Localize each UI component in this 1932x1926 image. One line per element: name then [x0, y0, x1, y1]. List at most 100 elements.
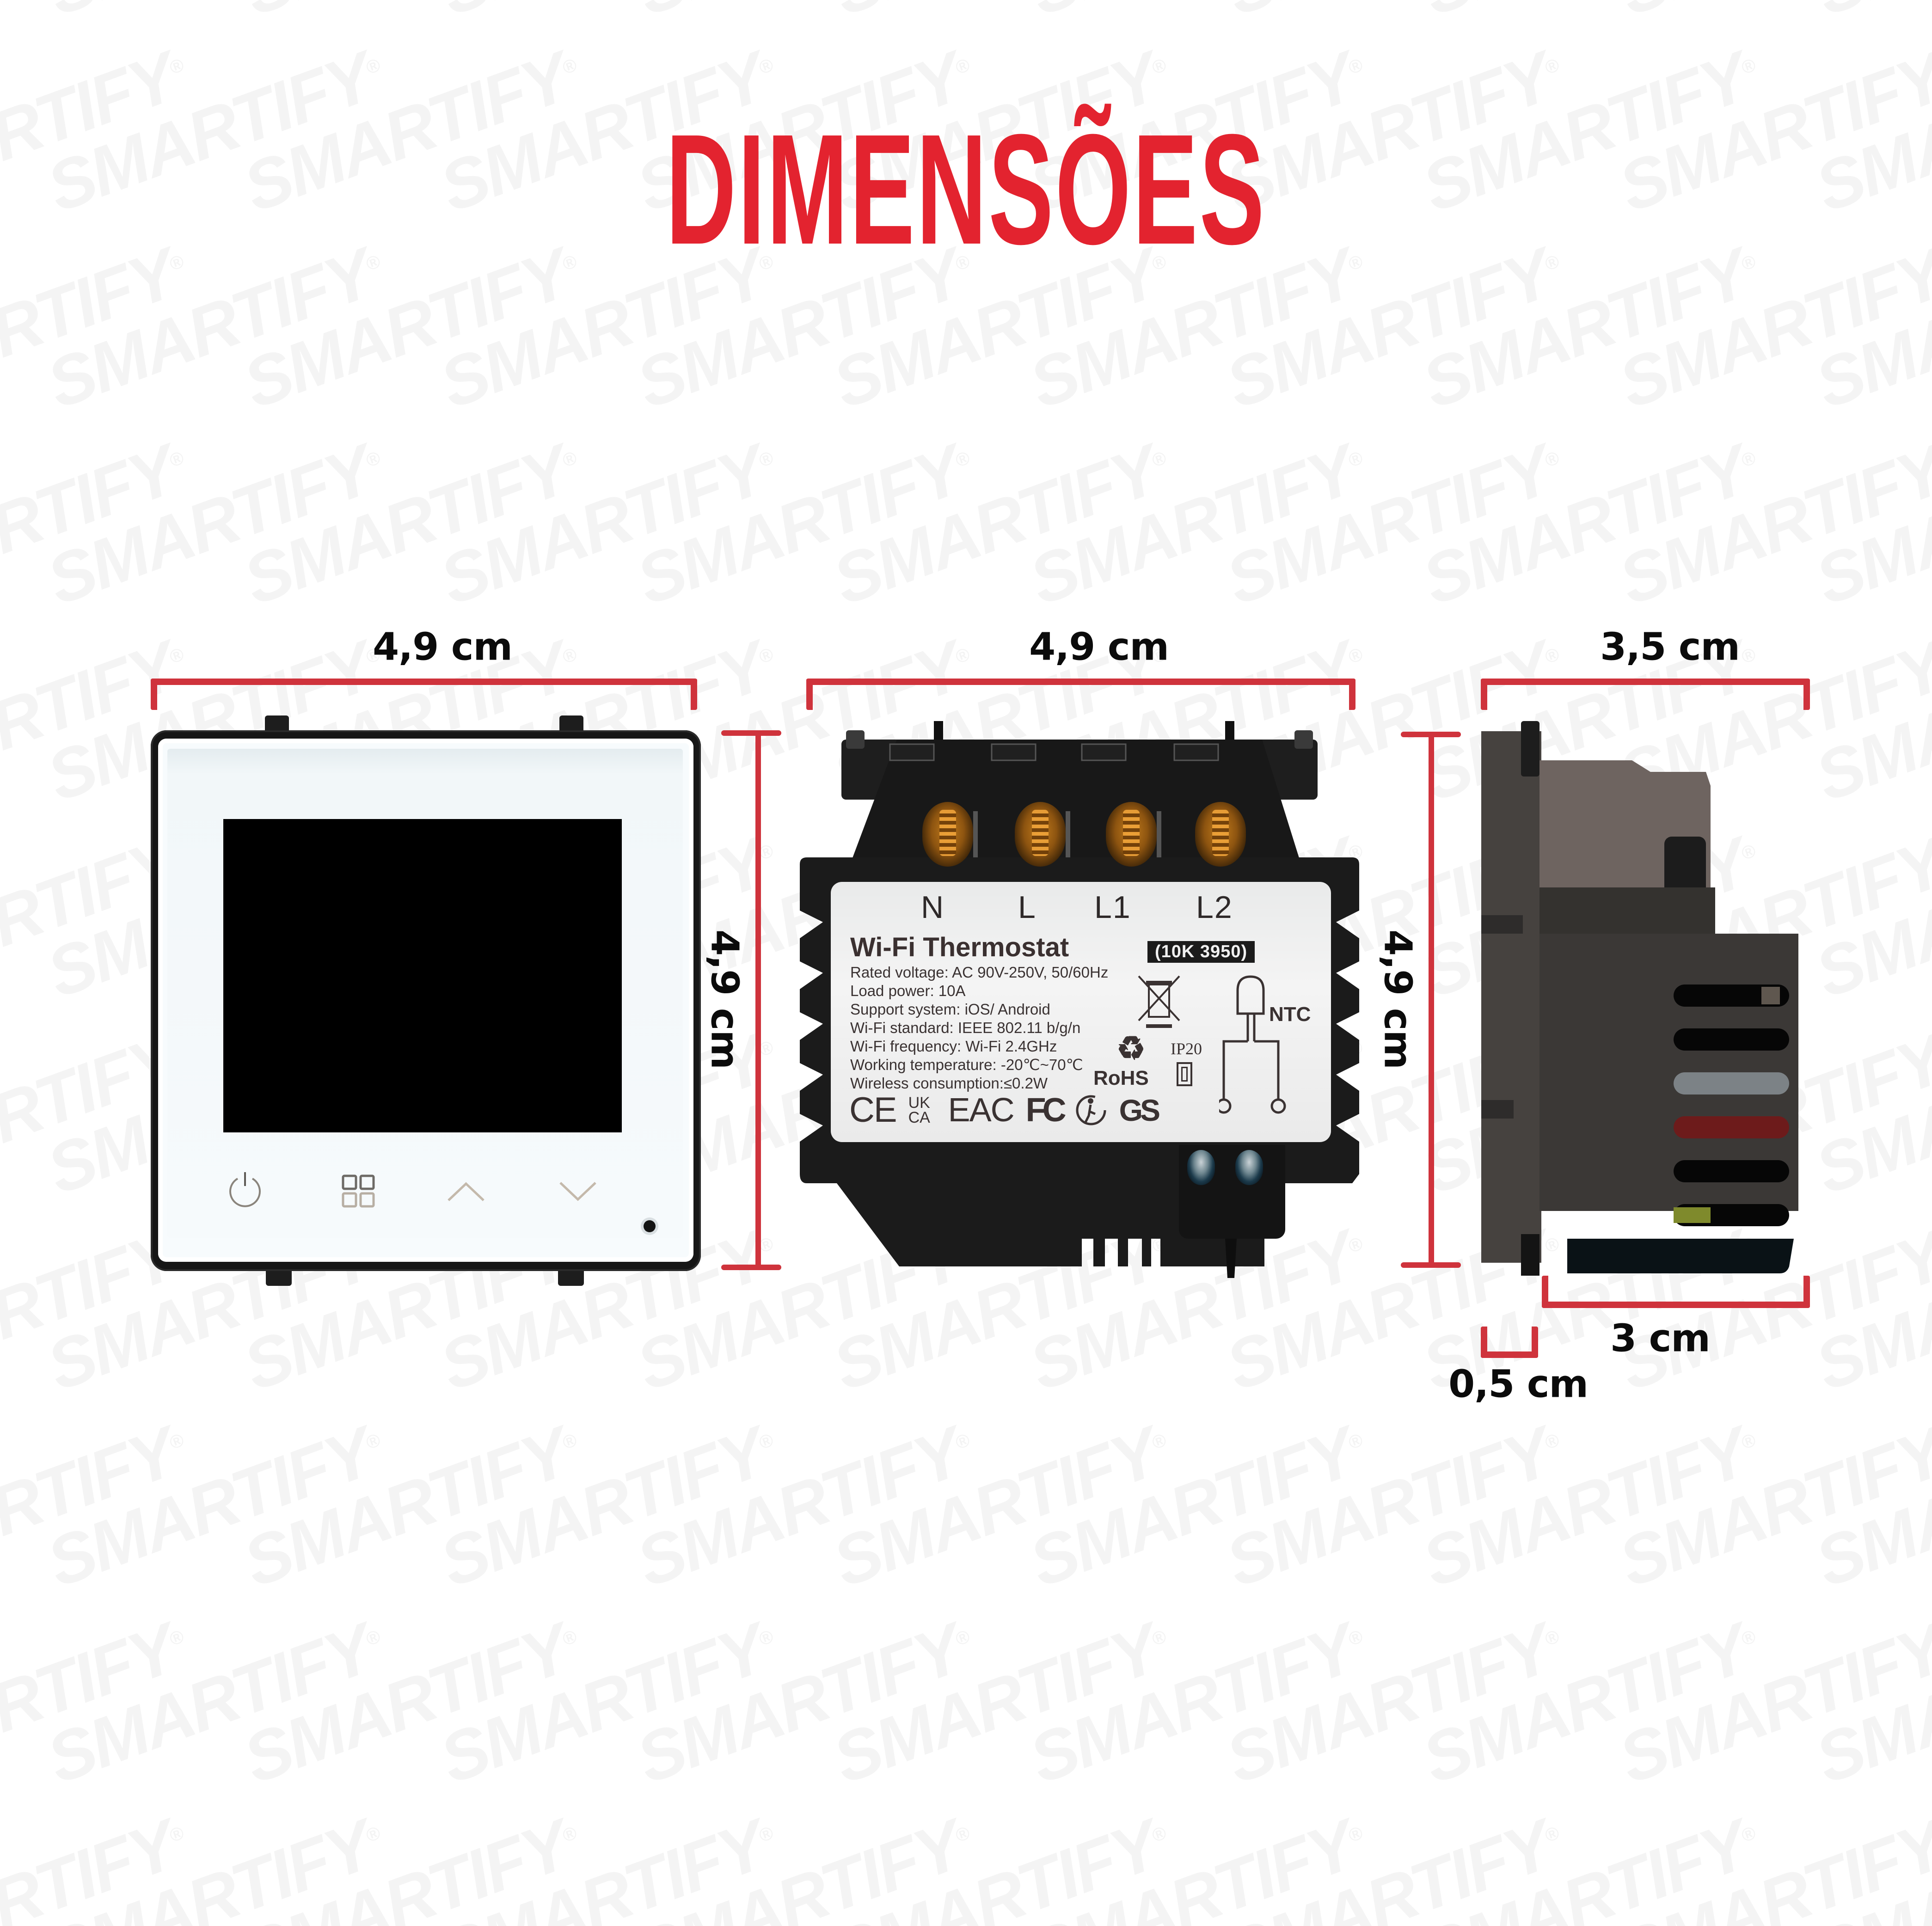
front-height-bracket-top [721, 730, 781, 736]
watermark-text: SMARTIFY® [37, 1805, 382, 1926]
watermark-text: SMARTIFY® [1609, 1609, 1932, 1798]
watermark-text: SMARTIFY® [0, 1412, 185, 1602]
side-depth-bracket [1481, 679, 1810, 710]
front-height-bracket-line [755, 730, 761, 1270]
watermark-text: SMARTIFY® [0, 0, 197, 31]
terminal-label-l: L [1018, 890, 1037, 925]
ntc-probe-diagram [1219, 975, 1286, 1114]
watermark-text: SMARTIFY® [37, 37, 382, 226]
watermark-text: SMARTIFY® [233, 1609, 578, 1798]
watermark-text: SMARTIFY® [626, 430, 971, 619]
spec-wifi-frequency: Wi-Fi frequency: Wi-Fi 2.4GHz [850, 1038, 1057, 1055]
fcc-mark: FC [1025, 1091, 1067, 1129]
watermark-text: SMARTIFY® [1412, 0, 1769, 31]
page-title: DIMENSÕES [666, 102, 1266, 277]
menu-button[interactable] [341, 1174, 375, 1208]
watermark-text: SMARTIFY® [430, 1412, 775, 1602]
power-button[interactable] [227, 1169, 264, 1209]
sensor-badge: (10K 3950) [1147, 941, 1255, 963]
terminal-label-l1: L1 [1094, 890, 1131, 925]
watermark-text: SMARTIFY® [1805, 1216, 1932, 1405]
watermark-text: SMARTIFY® [1609, 37, 1932, 226]
front-height-label: 4,9 cm [702, 929, 747, 1069]
watermark-text: SMARTIFY® [430, 0, 786, 31]
front-width-label: 4,9 cm [373, 625, 513, 669]
side-depth-label: 3,5 cm [1600, 625, 1740, 669]
watermark-text: SMARTIFY® [1805, 1609, 1932, 1798]
terminal-thread [1032, 810, 1049, 856]
watermark-text: SMARTIFY® [1216, 1412, 1561, 1602]
watermark-text: SMARTIFY® [0, 234, 185, 423]
watermark-text: SMARTIFY® [823, 430, 1168, 619]
ukca-mark: UK CA [908, 1094, 930, 1126]
double-insulation-icon [1177, 1062, 1192, 1086]
watermark-text: SMARTIFY® [626, 1412, 971, 1602]
chevron-down-icon [559, 1182, 596, 1201]
watermark-text: SMARTIFY® [823, 0, 1179, 31]
gs-mark: GS [1119, 1093, 1160, 1127]
ce-mark: CE [849, 1090, 897, 1130]
body-depth-bracket [1542, 1276, 1810, 1308]
watermark-text: SMARTIFY® [1216, 1805, 1561, 1926]
back-width-label: 4,9 cm [1029, 625, 1169, 669]
product-name: Wi-Fi Thermostat [850, 932, 1069, 962]
body-depth-label: 3 cm [1610, 1316, 1711, 1361]
spec-support-system: Support system: iOS/ Android [850, 1001, 1050, 1018]
watermark-text: SMARTIFY® [1805, 1020, 1932, 1209]
watermark-text: SMARTIFY® [430, 1805, 775, 1926]
sensor-terminal-screw [1235, 1150, 1263, 1185]
up-button[interactable] [447, 1180, 485, 1203]
ip-rating: IP20 [1171, 1039, 1202, 1058]
recycle-icon: ♻ [1116, 1030, 1146, 1066]
watermark-text: SMARTIFY® [1805, 430, 1932, 619]
front-width-bracket [151, 679, 697, 710]
terminal-thread [939, 810, 956, 856]
ntc-label: NTC [1269, 1003, 1311, 1026]
watermark-text: SMARTIFY® [37, 1412, 382, 1602]
watermark-text: SMARTIFY® [1805, 823, 1932, 1012]
sensor-terminal-screw [1187, 1150, 1215, 1185]
watermark-text: SMARTIFY® [823, 1412, 1168, 1602]
spec-working-temperature: Working temperature: -20℃~70℃ [850, 1056, 1083, 1073]
spec-wireless-consumption: Wireless consumption:≤0.2W [850, 1075, 1048, 1092]
watermark-text: SMARTIFY® [37, 0, 393, 31]
watermark-text: SMARTIFY® [626, 1609, 971, 1798]
eac-mark: EAC [948, 1091, 1015, 1129]
back-height-bracket-bottom [1401, 1262, 1461, 1268]
watermark-text: SMARTIFY® [1216, 430, 1561, 619]
front-thickness-bracket [1481, 1327, 1538, 1358]
weee-bin-icon [1138, 975, 1180, 1028]
indicator-sensor [644, 1220, 656, 1232]
watermark-text: SMARTIFY® [1609, 234, 1932, 423]
down-button[interactable] [558, 1180, 597, 1203]
watermark-text: SMARTIFY® [1019, 1609, 1364, 1798]
watermark-text: SMARTIFY® [1412, 430, 1757, 619]
power-icon [229, 1172, 261, 1207]
spec-list: Rated voltage: AC 90V-250V, 50/60Hz Load… [850, 963, 1108, 1093]
watermark-text: SMARTIFY® [37, 1609, 382, 1798]
tidy-man-icon [1076, 1095, 1106, 1125]
watermark-text: SMARTIFY® [1609, 430, 1932, 619]
side-housing [1481, 721, 1798, 1276]
watermark-text: SMARTIFY® [0, 430, 185, 619]
back-height-bracket-line [1429, 732, 1434, 1268]
watermark-text: SMARTIFY® [1019, 430, 1364, 619]
watermark-text: SMARTIFY® [1216, 0, 1572, 31]
watermark-text: SMARTIFY® [233, 1412, 578, 1602]
rohs-mark: RoHS [1093, 1067, 1149, 1089]
watermark-text: SMARTIFY® [1019, 0, 1376, 31]
grid-icon [342, 1174, 375, 1208]
watermark-text: SMARTIFY® [233, 430, 578, 619]
watermark-text: SMARTIFY® [823, 1805, 1168, 1926]
watermark-text: SMARTIFY® [0, 1805, 185, 1926]
spec-load-power: Load power: 10A [850, 982, 966, 999]
watermark-text: SMARTIFY® [1412, 1609, 1757, 1798]
watermark-text: SMARTIFY® [1412, 1805, 1757, 1926]
watermark-text: SMARTIFY® [37, 234, 382, 423]
watermark-text: SMARTIFY® [823, 1609, 1168, 1798]
chevron-up-icon [448, 1182, 485, 1201]
watermark-text: SMARTIFY® [1805, 234, 1932, 423]
watermark-text: SMARTIFY® [1609, 0, 1932, 31]
watermark-text: SMARTIFY® [1805, 0, 1932, 31]
watermark-text: SMARTIFY® [430, 1609, 775, 1798]
